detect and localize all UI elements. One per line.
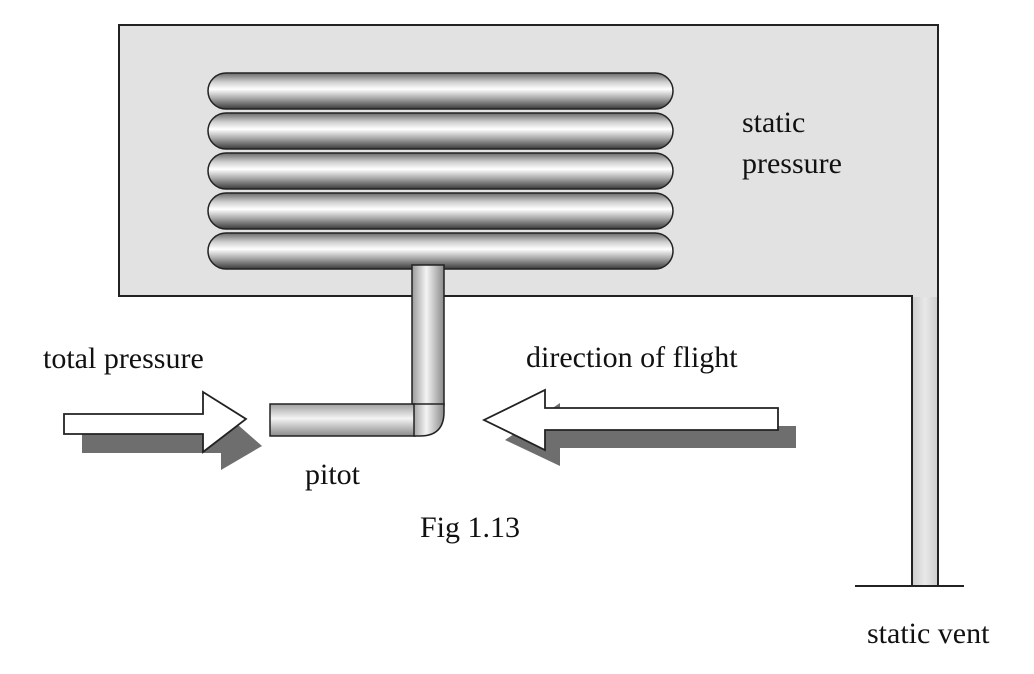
pitot-tube-bend xyxy=(412,403,445,437)
pitot-tube-horizontal xyxy=(269,403,416,437)
total-pressure-arrow xyxy=(63,390,262,470)
capsule-coil xyxy=(207,72,674,110)
total-pressure-label: total pressure xyxy=(43,342,204,375)
static-pressure-label-line2: pressure xyxy=(742,147,842,180)
static-vent-duct-shade xyxy=(913,297,937,585)
capsule-coil xyxy=(207,232,674,270)
capsule-coils xyxy=(207,72,674,270)
direction-of-flight-label: direction of flight xyxy=(526,341,738,374)
pitot-label: pitot xyxy=(305,458,361,491)
arrow-shadow xyxy=(82,410,262,470)
arrow-body xyxy=(63,390,248,454)
arrow-shadow xyxy=(505,403,796,466)
figure-caption: Fig 1.13 xyxy=(420,511,520,544)
static-vent-label: static vent xyxy=(867,617,990,650)
static-pressure-label-line1: static xyxy=(742,106,805,139)
pitot-tube-vertical xyxy=(411,264,445,406)
arrow-body xyxy=(481,388,779,452)
pitot-tube xyxy=(269,264,445,437)
capsule-coil xyxy=(207,192,674,230)
direction-of-flight-arrow xyxy=(481,388,796,466)
capsule-coil xyxy=(207,152,674,190)
capsule-coil xyxy=(207,112,674,150)
